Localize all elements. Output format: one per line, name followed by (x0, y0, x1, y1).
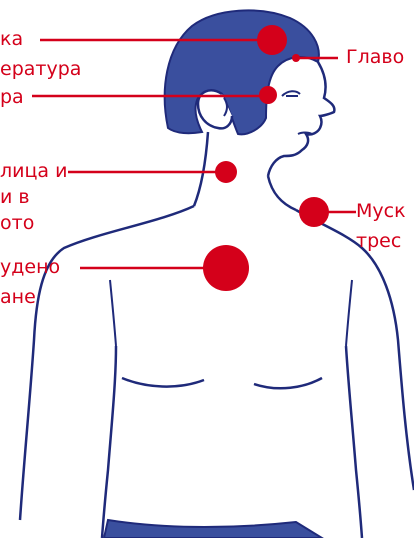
label-l4: Главо (346, 46, 404, 68)
shorts-shape (104, 520, 322, 538)
label-l8: Муск (356, 200, 406, 222)
label-l6: и в (0, 186, 30, 208)
label-l10: удено (0, 256, 60, 278)
head-dot (259, 86, 277, 104)
face-outline (268, 62, 334, 176)
right-chest-outline (254, 378, 322, 388)
shoulder-dot (299, 197, 329, 227)
throat-dot (215, 161, 237, 183)
neck-outline (194, 132, 208, 206)
headache-dot (257, 25, 287, 55)
label-l3: ра (0, 86, 24, 108)
temple-dot (292, 54, 300, 62)
label-l5: лица и (0, 160, 67, 182)
label-l7: ото (0, 212, 34, 234)
label-l9: трес (356, 230, 401, 252)
eye-outline (282, 91, 300, 96)
label-l2: ература (0, 58, 81, 80)
left-chest-outline (122, 378, 204, 387)
label-l11: ане (0, 286, 36, 308)
chest-dot (203, 245, 249, 291)
hair-shape (165, 10, 319, 134)
label-l1: ка (0, 28, 23, 50)
